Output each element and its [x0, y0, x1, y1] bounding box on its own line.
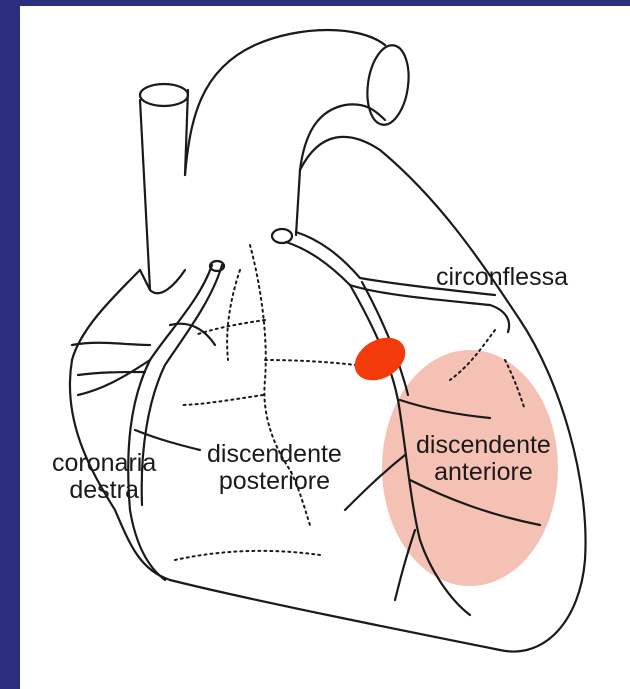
label-posterior-descending: discendente posteriore [207, 441, 342, 495]
label-posterior-descending-line-1: discendente [207, 441, 342, 468]
pulmonary-stub [296, 170, 300, 235]
vena-cava-opening [140, 84, 188, 106]
label-anterior-descending-line-2: anteriore [416, 459, 551, 486]
posterior-branch-dotted-1 [195, 320, 265, 335]
label-anterior-descending-line-1: discendente [416, 432, 551, 459]
atrium-band [72, 343, 150, 375]
label-posterior-descending-line-2: posteriore [207, 468, 342, 495]
circumflex-origin [272, 229, 292, 243]
right-coronary-branch-3 [170, 324, 215, 345]
label-right-coronary: coronaria destra [52, 450, 156, 504]
posterior-branch-dotted-4 [227, 270, 240, 360]
aorta-opening [363, 43, 414, 128]
aortic-arch-outline [185, 30, 385, 175]
atrium-outline [140, 270, 185, 293]
label-right-coronary-line-2: destra [52, 477, 156, 504]
vena-cava-outline [140, 90, 188, 290]
posterior-branch-dotted-2 [265, 360, 355, 365]
label-right-coronary-line-1: coronaria [52, 450, 156, 477]
posterior-branch-dotted-3 [180, 395, 263, 405]
label-anterior-descending: discendente anteriore [416, 432, 551, 486]
label-circumflex: circonflessa [436, 264, 568, 291]
lower-dotted-branch [175, 551, 320, 560]
